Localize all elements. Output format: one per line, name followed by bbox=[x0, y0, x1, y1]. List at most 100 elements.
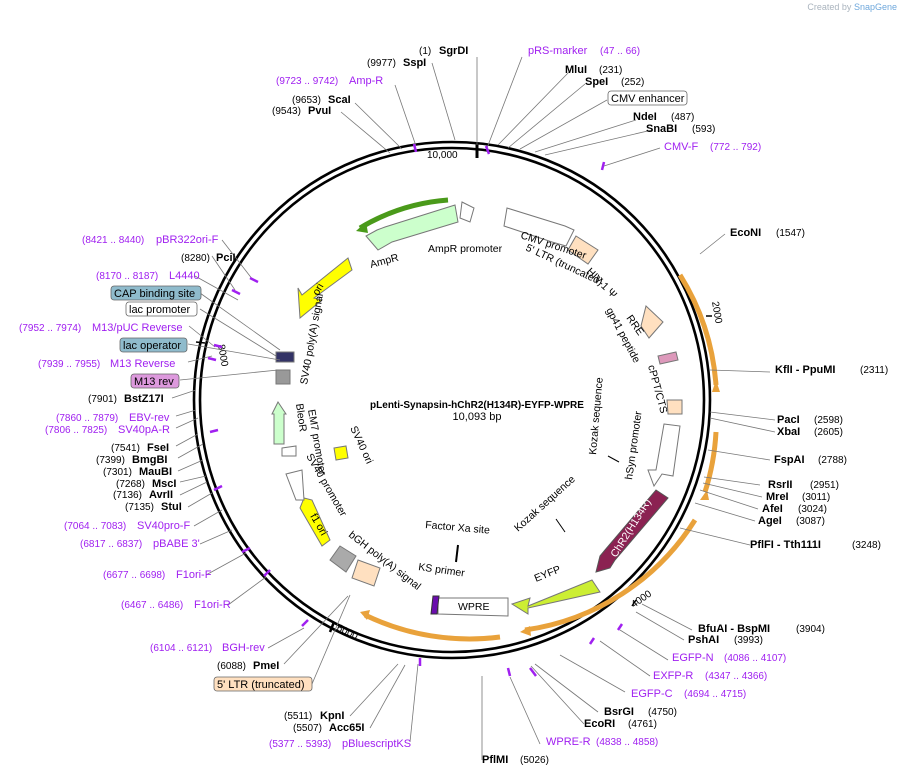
enzyme-fspai[interactable]: FspAI bbox=[774, 454, 805, 466]
cmv-promoter-arrow bbox=[503, 207, 575, 247]
backbone-inner-strand bbox=[198, 146, 706, 654]
primer-sv40pa-r[interactable]: SV40pA-R bbox=[118, 424, 170, 436]
ltr-5prime-shape bbox=[567, 235, 599, 265]
bleor-arrow bbox=[271, 401, 287, 445]
enzyme-kfli[interactable]: KflI - PpuMI bbox=[775, 364, 836, 376]
tick-label-6000: 6000 bbox=[335, 623, 360, 643]
enzyme-ecori[interactable]: EcoRI bbox=[584, 718, 615, 730]
primer-l4440[interactable]: L4440 bbox=[169, 270, 200, 282]
primer-m13-reverse[interactable]: M13 Reverse bbox=[110, 358, 175, 370]
tick-label-10000: 10,000 bbox=[427, 150, 458, 161]
enzyme-bmgbi[interactable]: BmgBI bbox=[132, 454, 167, 466]
primer-sv40pa-r-pos: (7806 .. 7825) bbox=[45, 425, 107, 436]
ori-arrow bbox=[297, 257, 353, 320]
primer-pbr322ori-f[interactable]: pBR322ori-F bbox=[156, 234, 219, 246]
enzyme-pflfi[interactable]: PflFI - Tth111I bbox=[750, 539, 821, 551]
enzyme-mrei-pos: (3011) bbox=[802, 492, 830, 503]
enzyme-bstz17i[interactable]: BstZ17I bbox=[124, 393, 164, 405]
enzyme-econi[interactable]: EcoNI bbox=[730, 227, 761, 239]
enzyme-agei[interactable]: AgeI bbox=[758, 515, 782, 527]
ampr-green-arc bbox=[358, 197, 449, 231]
enzyme-sspi[interactable]: SspI bbox=[403, 57, 426, 69]
feature-bleor: BleoR bbox=[293, 403, 309, 433]
enzyme-mlui[interactable]: MluI bbox=[565, 64, 587, 76]
enzyme-pcii[interactable]: PciI bbox=[216, 252, 236, 264]
primer-m13-puc-reverse[interactable]: M13/pUC Reverse bbox=[92, 322, 182, 334]
primer-egfp-n[interactable]: EGFP-N bbox=[672, 652, 714, 664]
label-cmv-enhancer[interactable]: CMV enhancer bbox=[611, 93, 685, 105]
primer-f1ori-r[interactable]: F1ori-R bbox=[194, 599, 231, 611]
enzyme-bsrgi[interactable]: BsrGI bbox=[604, 706, 634, 718]
feature-kozak-2: Kozak sequence bbox=[512, 473, 578, 534]
primer-sv40pro-f-pos: (7064 .. 7083) bbox=[64, 521, 126, 532]
enzyme-ndei[interactable]: NdeI bbox=[633, 111, 657, 123]
plasmid-size: 10,093 bp bbox=[453, 411, 502, 423]
label-m13-rev[interactable]: M13 rev bbox=[134, 376, 174, 388]
enzyme-rsrii[interactable]: RsrII bbox=[768, 479, 792, 491]
primer-ebv-rev[interactable]: EBV-rev bbox=[129, 412, 170, 424]
enzyme-scai-pos: (9653) bbox=[292, 95, 321, 106]
primer-m13-reverse-pos: (7939 .. 7955) bbox=[38, 359, 100, 370]
enzyme-spei[interactable]: SpeI bbox=[585, 76, 608, 88]
label-cap-binding-site[interactable]: CAP binding site bbox=[114, 288, 195, 300]
enzyme-stui-pos: (7135) bbox=[125, 502, 154, 513]
ampr-arrow bbox=[365, 204, 459, 251]
enzyme-kpni[interactable]: KpnI bbox=[320, 710, 344, 722]
enzyme-pvui[interactable]: PvuI bbox=[308, 105, 331, 117]
label-box-lac-operator bbox=[119, 337, 188, 353]
primer-ticks bbox=[207, 143, 624, 677]
primer-wpre-r[interactable]: WPRE-R bbox=[546, 736, 591, 748]
enzyme-acc65i[interactable]: Acc65I bbox=[329, 722, 364, 734]
primer-cmv-f[interactable]: CMV-F bbox=[664, 141, 699, 153]
primer-bgh-rev[interactable]: BGH-rev bbox=[222, 642, 265, 654]
enzyme-maubi[interactable]: MauBI bbox=[139, 466, 172, 478]
primer-egfp-n-pos: (4086 .. 4107) bbox=[724, 653, 786, 664]
credit-brand: SnapGene bbox=[853, 2, 897, 12]
primer-prs-marker[interactable]: pRS-marker bbox=[528, 45, 588, 57]
primer-egfp-c[interactable]: EGFP-C bbox=[631, 688, 673, 700]
enzyme-afei[interactable]: AfeI bbox=[762, 503, 783, 515]
enzyme-acc65i-pos: (5507) bbox=[293, 723, 322, 734]
enzyme-stui[interactable]: StuI bbox=[161, 501, 182, 513]
enzyme-fsei-pos: (7541) bbox=[111, 443, 140, 454]
enzyme-ecori-pos: (4761) bbox=[628, 719, 657, 730]
enzyme-pshai-pos: (3993) bbox=[734, 635, 763, 646]
primer-ebv-rev-pos: (7860 .. 7879) bbox=[56, 413, 118, 424]
enzyme-avrii[interactable]: AvrII bbox=[149, 489, 173, 501]
feature-ori: ori bbox=[310, 281, 326, 297]
kozak-2-leader bbox=[555, 518, 566, 533]
plasmid-name: pLenti-Synapsin-hChR2(H134R)-EYFP-WPRE bbox=[370, 400, 584, 411]
enzyme-scai[interactable]: ScaI bbox=[328, 94, 351, 106]
enzyme-msci-pos: (7268) bbox=[116, 479, 145, 490]
enzyme-fsei[interactable]: FseI bbox=[147, 442, 169, 454]
enzyme-sgrdi[interactable]: SgrDI bbox=[439, 45, 468, 57]
enzyme-pmei[interactable]: PmeI bbox=[253, 660, 279, 672]
enzyme-snabi[interactable]: SnaBI bbox=[646, 123, 677, 135]
enzyme-bfuai[interactable]: BfuAI - BspMI bbox=[698, 623, 770, 635]
enzyme-pvui-pos: (9543) bbox=[272, 106, 301, 117]
primer-pbabe3[interactable]: pBABE 3' bbox=[153, 538, 200, 550]
enzyme-mlui-pos: (231) bbox=[599, 65, 622, 76]
primer-f1ori-r-pos: (6467 .. 6486) bbox=[121, 600, 183, 611]
primer-f1ori-f[interactable]: F1ori-F bbox=[176, 569, 212, 581]
label-5ltr-truncated[interactable]: 5' LTR (truncated) bbox=[217, 679, 304, 691]
label-lac-promoter[interactable]: lac promoter bbox=[129, 304, 190, 316]
primer-pbluescriptks[interactable]: pBluescriptKS bbox=[342, 738, 411, 750]
enzyme-xbai[interactable]: XbaI bbox=[777, 426, 800, 438]
enzyme-paci[interactable]: PacI bbox=[777, 414, 800, 426]
primer-sv40pro-f[interactable]: SV40pro-F bbox=[137, 520, 190, 532]
enzyme-pflmi[interactable]: PflMI bbox=[482, 754, 508, 766]
enzyme-agei-pos: (3087) bbox=[796, 516, 825, 527]
enzyme-msci[interactable]: MscI bbox=[152, 478, 176, 490]
orange-arc-lower-right bbox=[524, 518, 698, 633]
enzyme-afei-pos: (3024) bbox=[798, 504, 827, 515]
hsyn-promoter-arrow bbox=[647, 423, 681, 488]
tick-mark-6000 bbox=[328, 621, 336, 633]
label-box-5ltr-truncated bbox=[213, 676, 313, 692]
primer-amp-r[interactable]: Amp-R bbox=[349, 75, 383, 87]
enzyme-mrei[interactable]: MreI bbox=[766, 491, 789, 503]
label-lac-operator[interactable]: lac operator bbox=[123, 340, 181, 352]
enzyme-paci-pos: (2598) bbox=[814, 415, 843, 426]
enzyme-pshai[interactable]: PshAI bbox=[688, 634, 719, 646]
primer-exfp-r[interactable]: EXFP-R bbox=[653, 670, 693, 682]
